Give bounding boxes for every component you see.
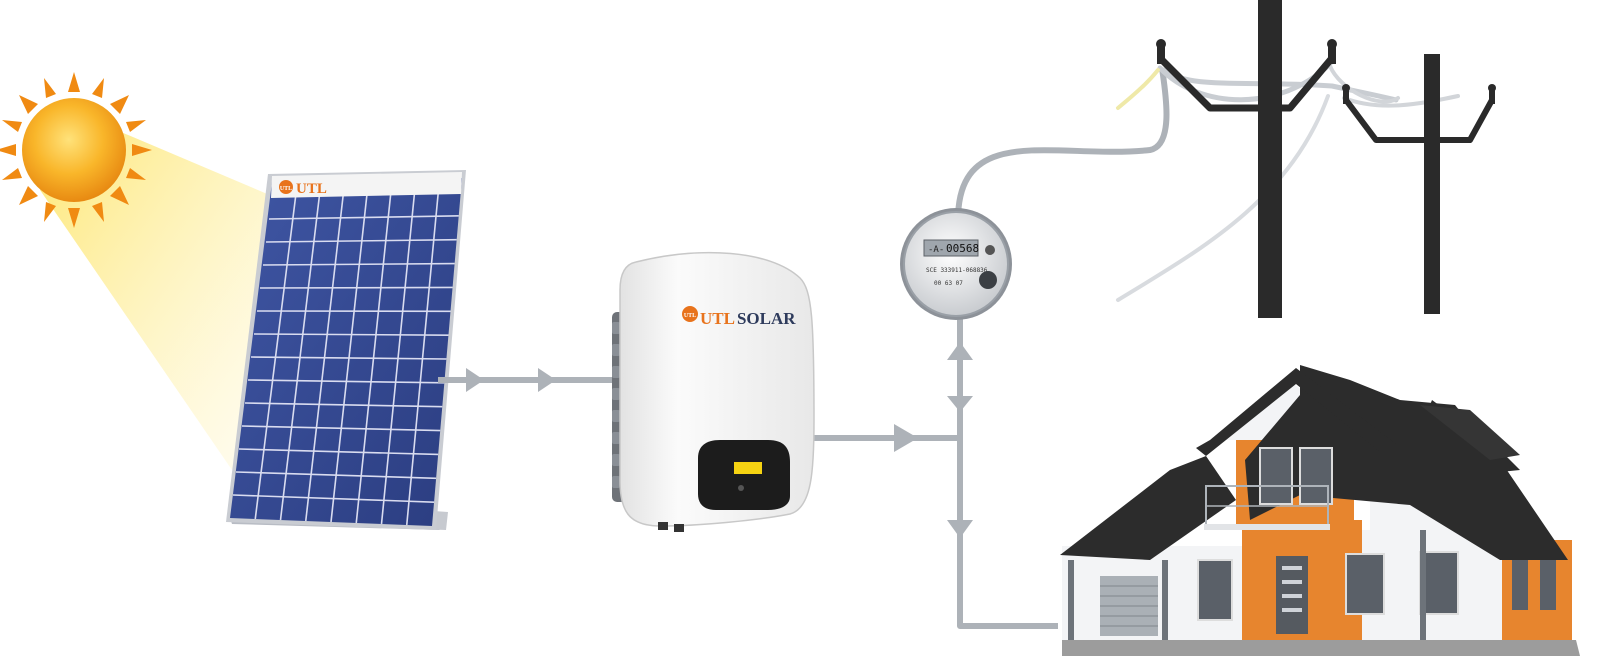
meter-to-house-line	[957, 318, 1058, 629]
panel-grid-row-line	[268, 215, 460, 220]
panel-grid-row-line	[238, 448, 439, 456]
inverter-brand-suffix: SOLAR	[737, 309, 796, 328]
arrow-up-1	[947, 342, 973, 360]
solar-panel-icon: UTL UTL	[226, 170, 466, 530]
panel-grid-row-line	[265, 238, 458, 243]
utility-pole-small-icon	[1342, 54, 1496, 314]
panel-logo-badge: UTL	[280, 186, 292, 192]
panel-grid-row-line	[241, 425, 441, 432]
arrow-right-1	[466, 368, 484, 392]
panel-grid-row-line	[253, 333, 450, 336]
arrow-right-2	[538, 368, 556, 392]
panel-logo: UTL UTL	[279, 180, 327, 197]
flow-lines	[438, 67, 1170, 629]
panel-grid-row-line	[247, 379, 445, 384]
grid-wires	[1116, 61, 1460, 302]
flow-arrows	[466, 342, 973, 538]
electric-meter-icon: -A- 00568 SCE 333911-068836 00 63 07	[900, 208, 1012, 320]
house-icon	[1060, 365, 1580, 656]
panel-grid-row-line	[235, 471, 437, 480]
panel-grid-row-line	[259, 286, 454, 289]
panel-grid-row-line	[250, 356, 448, 360]
meter-reading: 00568	[946, 242, 979, 255]
utility-pole-icon	[1156, 0, 1337, 318]
arrow-right-3	[894, 424, 918, 452]
panel-grid-row-line	[232, 494, 435, 503]
panel-grid-row-line	[262, 262, 456, 266]
panel-grid-row-line	[244, 402, 443, 408]
arrow-down-1	[947, 396, 973, 412]
panel-brand-label: UTL	[296, 181, 327, 197]
meter-mark: 00 63 07	[934, 280, 963, 287]
inverter-brand-prefix: UTL	[700, 309, 735, 328]
arrow-down-2	[947, 520, 973, 538]
meter-serial: SCE 333911-068836	[926, 267, 988, 274]
meter-to-grid-line	[955, 67, 1170, 221]
sun-icon	[0, 72, 152, 228]
meter-register-code: -A-	[928, 245, 944, 255]
inverter-logo-badge: UTL	[684, 313, 696, 319]
